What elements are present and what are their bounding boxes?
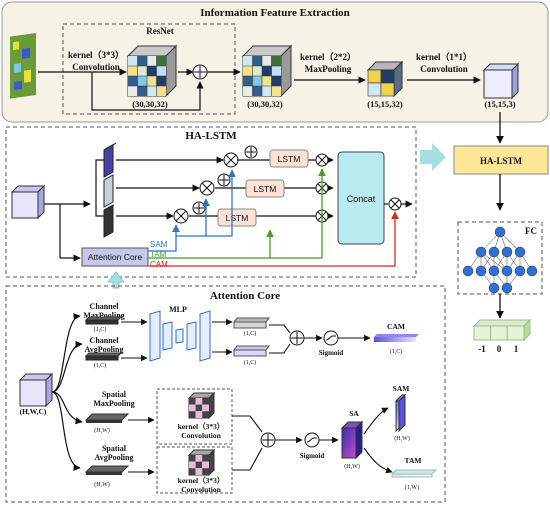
sp-avg-slab <box>84 465 130 475</box>
halstm-block-label: HA-LSTM <box>480 156 523 166</box>
svg-text:Attention Core: Attention Core <box>88 252 143 262</box>
lstm-cell-1: LSTM <box>269 149 309 168</box>
tam-out-dim: (1,W) <box>405 484 419 491</box>
add-operator <box>192 64 208 80</box>
ch-avg-dim: (1,C) <box>94 362 107 369</box>
sam-out-dim: (H,W) <box>394 435 410 442</box>
lstm-cell-3: LSTM <box>217 208 257 227</box>
ch-maxpool-l1: Channel <box>90 302 120 311</box>
conv-a-l1: kernel（3*3） <box>178 421 225 431</box>
feature-slab-3 <box>103 204 114 238</box>
conv1-label: Convolution <box>72 62 120 72</box>
kernel2-label: kernel（2*2） <box>300 52 356 62</box>
cam-label: CAM <box>150 260 168 269</box>
sam-out-slab <box>394 393 407 433</box>
feature-slab-1 <box>103 142 117 178</box>
resnet-label: ResNet <box>146 26 174 36</box>
feature-extraction-title: Information Feature Extraction <box>200 7 350 19</box>
mlp-block <box>149 310 211 362</box>
output-label-neg: -1 <box>478 344 486 354</box>
sa-block <box>340 420 364 460</box>
conv-grid-b <box>187 448 216 477</box>
attention-core-panel: Attention Core (H,W,C) Channel MaxPoolin… <box>5 285 446 503</box>
mlp-label: MLP <box>169 305 187 314</box>
conv-a-l2: Convolution <box>181 431 221 440</box>
ch-avgpool-l2: AvgPooling <box>85 345 124 354</box>
tam-out-slab <box>390 469 438 478</box>
ac-input-dim: (H,W,C) <box>20 407 47 416</box>
feature-extraction-panel: Information Feature Extraction ResNet ke… <box>1 1 549 123</box>
dim-4: (15,15,3) <box>484 99 515 109</box>
halstm-title: HA-LSTM <box>185 130 237 142</box>
sa-dim: (H,W) <box>344 463 360 470</box>
svg-text:LSTM: LSTM <box>254 184 277 194</box>
halstm-panel: HA-LSTM <box>5 126 417 289</box>
ch-max-bar <box>84 316 123 325</box>
cam-out-dim: (1,C) <box>390 348 403 355</box>
svg-text:LSTM: LSTM <box>226 213 249 223</box>
sam-out-label: SAM <box>393 384 410 393</box>
feature-cube-3 <box>366 60 404 98</box>
ac-input-cube <box>18 372 54 408</box>
mlp-out-bar-2 <box>233 345 270 357</box>
halstm-input-cube <box>10 184 46 220</box>
kernel1-label: kernel（3*3） <box>68 50 124 60</box>
tam-label: TAM <box>150 250 167 259</box>
flow-arrow <box>420 143 446 171</box>
sp-avgpool-l2: AvgPooling <box>95 453 134 462</box>
cam-out-label: CAM <box>387 322 405 331</box>
feature-slab-2 <box>103 174 114 208</box>
attention-core-block: Attention Core <box>81 247 149 267</box>
sigmoid-2-label: Sigmoid <box>300 452 325 460</box>
halstm-block <box>453 145 549 175</box>
output-label-pos: 1 <box>514 344 519 354</box>
dim-2: (30,30,32) <box>247 99 283 109</box>
feature-cube-4 <box>482 62 520 100</box>
input-image <box>10 32 36 99</box>
lstm-cell-2: LSTM <box>245 179 285 198</box>
dim-3: (15,15,32) <box>367 99 403 109</box>
right-column: HA-LSTM FC -1 0 1 <box>453 145 549 354</box>
conv-grid-a <box>187 391 216 420</box>
fc-label: FC <box>525 226 537 236</box>
sa-label: SA <box>349 409 359 418</box>
fc-network <box>462 226 538 294</box>
output-blocks <box>472 318 532 342</box>
output-label-zero: 0 <box>497 344 502 354</box>
cam-out-bar <box>374 334 419 342</box>
mlp-out-bar-1 <box>233 317 270 329</box>
conv-b-l2: Convolution <box>181 485 221 494</box>
conv3-label: Convolution <box>420 64 468 74</box>
sp-maxpool-l2: MaxPooling <box>93 399 134 408</box>
mlp-out-dim-2: (1,C) <box>244 359 257 366</box>
feature-cube-2 <box>241 44 293 98</box>
sp-maxpool-l1: Spatial <box>102 390 127 399</box>
svg-text:LSTM: LSTM <box>278 154 301 164</box>
ch-max-dim: (1,C) <box>94 326 107 333</box>
mlp-out-dim-1: (1,C) <box>244 330 257 337</box>
conv-b-l1: kernel（3*3） <box>178 475 225 485</box>
dim-1: (30,30,32) <box>132 99 168 109</box>
sp-max-slab <box>84 413 130 423</box>
concat-block: Concat <box>337 151 385 245</box>
feature-cube-1 <box>126 44 178 98</box>
sp-avg-dim: (H,W) <box>94 481 110 488</box>
svg-text:Concat: Concat <box>347 194 376 204</box>
kernel3-label: kernel（1*1） <box>416 52 472 62</box>
sam-label: SAM <box>150 240 168 249</box>
sp-max-dim: (H,W) <box>94 427 110 434</box>
tam-out-label: TAM <box>405 456 422 465</box>
ch-avgpool-l1: Channel <box>90 336 120 345</box>
attention-core-title: Attention Core <box>210 290 280 302</box>
sigmoid-1-label: Sigmoid <box>319 349 344 357</box>
ch-maxpool-l2: MaxPooling <box>83 311 124 320</box>
ch-avg-bar <box>84 352 123 361</box>
sigmoid-2 <box>304 432 320 448</box>
maxpool-label: MaxPooling <box>305 64 352 74</box>
sp-avgpool-l1: Spatial <box>102 444 127 453</box>
sigmoid-1 <box>323 330 339 346</box>
